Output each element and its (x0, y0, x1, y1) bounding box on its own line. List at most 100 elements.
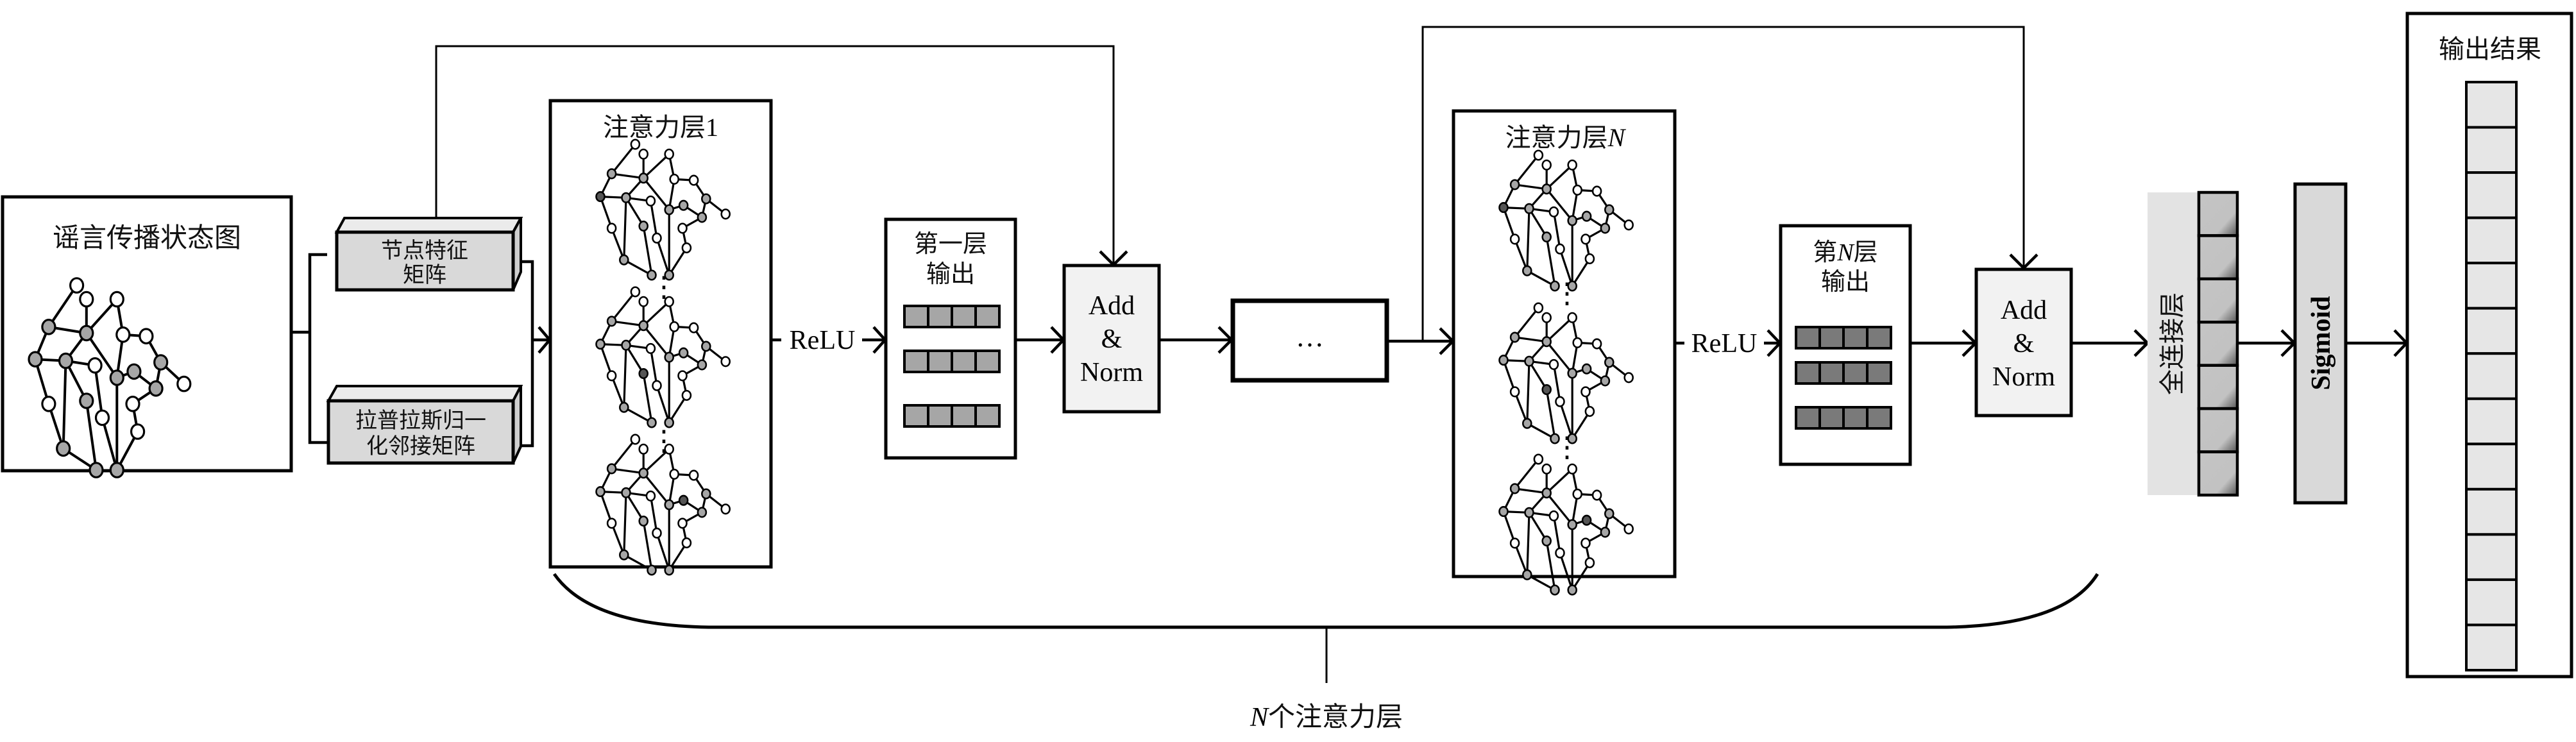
output-cell (2465, 262, 2518, 310)
graph-node (1498, 355, 1509, 366)
graph-node (664, 417, 674, 428)
graph-node (153, 354, 169, 371)
graph-edge (599, 196, 613, 229)
graph-node (630, 434, 641, 445)
fc-cell (2197, 234, 2239, 281)
layer-1-output-label-line2: 输出 (926, 260, 975, 288)
graph-node (595, 339, 606, 350)
graph-edge (1545, 492, 1573, 526)
connector-sigmoid-to-output (2346, 329, 2409, 357)
vector-cell (974, 305, 1001, 328)
graph-node (1555, 243, 1565, 255)
graph-node (79, 325, 94, 342)
vector-cell (927, 305, 953, 328)
fully-connected-layer: 全连接层 (2148, 190, 2239, 497)
graph-node (697, 359, 708, 371)
graph-node (1522, 265, 1532, 276)
graph-node (1581, 210, 1592, 222)
graph-node (1541, 159, 1552, 171)
node-feature-matrix-block: 节点特征 矩阵 (334, 217, 523, 292)
graph-node (645, 490, 656, 502)
vector-cell (927, 404, 953, 428)
add-norm-2-line3: Norm (1992, 362, 2055, 392)
graph-edge (1545, 541, 1556, 591)
vector-cell (927, 350, 953, 373)
attention-layer-n-title: 注意力层N (1505, 123, 1627, 153)
graph-node (94, 409, 110, 426)
graph-edge (1526, 361, 1530, 424)
graph-edge (1514, 543, 1529, 575)
connector-outputn-to-addnorm2 (1910, 329, 1978, 357)
graph-edge (47, 284, 78, 328)
graph-node (1541, 183, 1552, 195)
vector-cell (974, 350, 1001, 373)
fc-cell (2197, 407, 2239, 453)
graph-node (115, 326, 131, 343)
merge-connector (521, 260, 552, 448)
graph-node (1572, 337, 1582, 348)
output-cell (2465, 397, 2518, 446)
graph-node (688, 174, 699, 186)
graph-edge (1545, 188, 1573, 222)
layer-n-output-label-line1: 第N层 (1813, 238, 1877, 266)
graph-node (1623, 219, 1634, 231)
graph-node (677, 518, 688, 529)
attention-head-graph (1498, 302, 1634, 444)
graph-node (638, 220, 648, 232)
graph-edge (1552, 516, 1561, 553)
graph-node (619, 254, 629, 266)
connector-addnorm2-to-fc (2071, 329, 2150, 357)
graph-node (1600, 223, 1611, 234)
graph-edge (625, 492, 645, 522)
graph-node (664, 269, 674, 281)
laplacian-label-line1: 拉普拉斯归一 (355, 408, 486, 434)
graph-node (130, 423, 146, 440)
graph-edge (623, 345, 627, 408)
output-cell (2465, 126, 2518, 174)
graph-node (1600, 527, 1611, 538)
graph-edge (1502, 511, 1516, 544)
graph-node (1548, 206, 1559, 217)
graph-edge (1528, 512, 1548, 542)
graph-edge (1514, 487, 1547, 494)
graph-edge (611, 375, 625, 408)
graph-node (669, 173, 679, 185)
graph-node (1541, 312, 1552, 323)
graph-node (1591, 489, 1602, 501)
graph-node (606, 370, 617, 382)
fc-layer-label: 全连接层 (2158, 292, 2187, 395)
graph-node (1541, 336, 1552, 348)
graph-node (1567, 367, 1577, 379)
graph-edge (1502, 360, 1516, 392)
graph-node (1567, 584, 1577, 596)
graph-edge (599, 491, 613, 524)
vertical-ellipsis: ⋮ (650, 271, 678, 303)
vector-cell (951, 404, 977, 428)
graph-edge (1546, 317, 1573, 342)
graph-node (606, 518, 617, 529)
graph-node (1509, 483, 1520, 494)
vector-cell (1866, 406, 1892, 430)
graph-node (1541, 535, 1552, 547)
graph-node (79, 291, 94, 308)
graph-node (109, 369, 124, 386)
graph-edge (1528, 360, 1548, 391)
graph-node (678, 347, 689, 358)
connector-fc-to-sigmoid (2237, 329, 2297, 357)
graph-node (638, 468, 648, 479)
graph-node (1567, 280, 1577, 292)
graph-node (720, 356, 731, 367)
graph-node (1623, 523, 1634, 535)
graph-node (1580, 386, 1591, 398)
graph-edge (643, 301, 670, 326)
graph-node (1555, 547, 1565, 559)
graph-edge (643, 448, 670, 474)
relu-connector-1: ReLU (771, 326, 888, 355)
graph-node (638, 367, 648, 380)
graph-node (1567, 312, 1577, 323)
graph-node (720, 208, 731, 220)
graph-node (1541, 487, 1552, 499)
graph-node (1584, 253, 1595, 265)
graph-node (595, 486, 606, 498)
graph-edge (642, 472, 670, 506)
